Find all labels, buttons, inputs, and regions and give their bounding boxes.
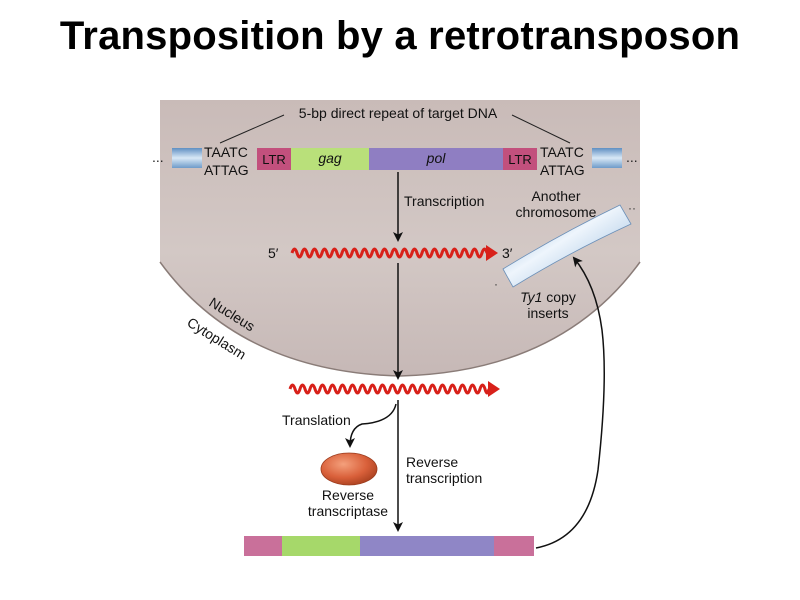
ty1-copy: copy [542,289,575,305]
page-title: Transposition by a retrotransposon [59,14,741,58]
translation-arrow [345,403,397,448]
pol-segment [369,148,503,170]
direct-repeat-pointer-left [219,114,285,144]
direct-repeat-label: 5-bp direct repeat of target DNA [299,105,498,121]
another-chromosome-label-line1: Another [531,188,580,204]
cytoplasmic-rna-arrowhead [488,381,500,397]
nuclear-rna-arrowhead [486,245,498,261]
ellipsis-right: ... [626,149,638,165]
pol-label: pol [426,150,447,166]
direct-repeat-pointer-right [511,114,571,144]
ltr-left-label: LTR [262,152,286,167]
cdna-pol [360,536,494,556]
nuclear-rna-wave [290,247,489,259]
ty1-italic: Ty1 [520,289,542,305]
right-repeat-top-seq: TAATC [540,144,584,160]
gag-segment [291,148,369,170]
reverse-transcription-label-line1: Reverse [406,454,458,470]
chromosome-ellipsis-right: ·· [628,201,636,215]
another-chromosome [502,204,632,288]
cytoplasmic-rna-wave [288,383,491,395]
ellipsis-left: ... [152,149,164,165]
ltr-right-label: LTR [508,152,532,167]
five-prime-label: 5′ [268,245,279,261]
integration-arrow [535,256,605,549]
left-repeat-top-seq: TAATC [204,144,248,160]
transcription-label: Transcription [404,193,484,209]
cdna-gag [282,536,360,556]
host-dna-left [172,148,202,168]
reverse-transcriptase-protein [320,452,378,486]
chromosome-ellipsis-left: · [494,277,498,291]
inserts-label: inserts [527,305,568,321]
another-chromosome-label-line2: chromosome [516,204,597,220]
ltr-left-segment [257,148,291,170]
three-prime-label: 3′ [502,245,513,261]
ltr-right-segment [503,148,537,170]
left-repeat-bottom-seq: ATTAG [204,162,249,178]
reverse-transcription-label-line2: transcription [406,470,482,486]
reverse-transcriptase-label-line2: transcriptase [308,503,388,519]
translation-label: Translation [282,412,351,428]
reverse-transcriptase-label-line1: Reverse [322,487,374,503]
right-repeat-bottom-seq: ATTAG [540,162,585,178]
cdna-ltr-left [244,536,282,556]
gag-label: gag [318,150,342,166]
ty1-copy-inserts-label: Ty1 copy [520,289,576,305]
cdna-ltr-right [494,536,534,556]
host-dna-right [592,148,622,168]
